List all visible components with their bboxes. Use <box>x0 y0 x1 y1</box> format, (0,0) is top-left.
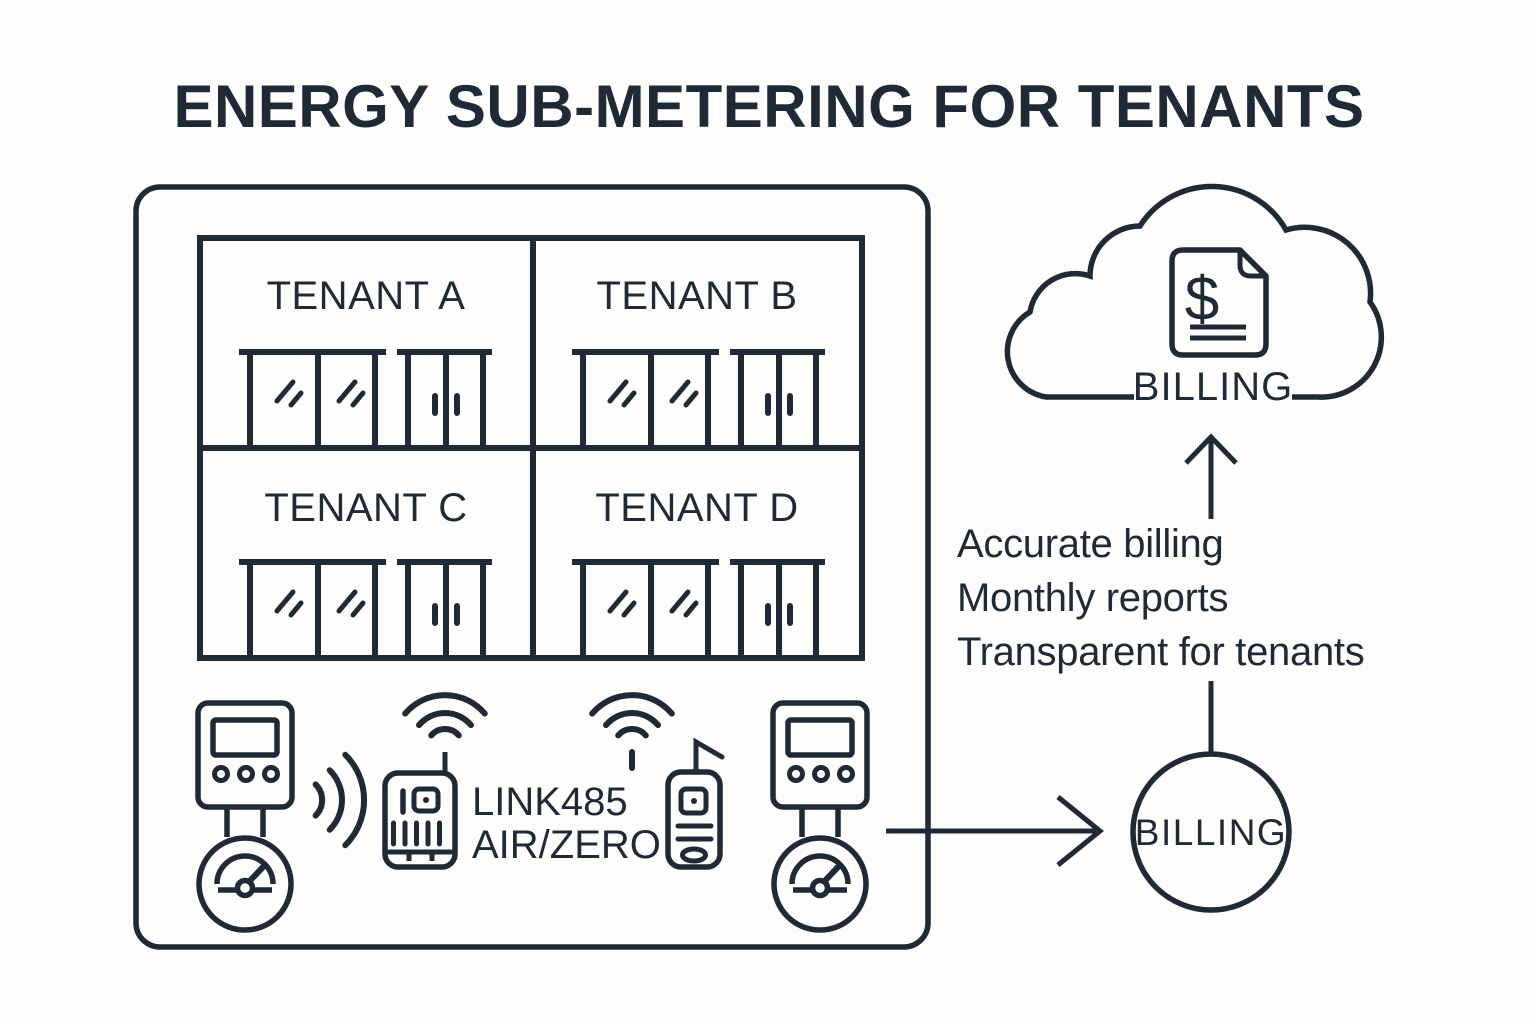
arrow-right-icon <box>886 795 1104 867</box>
gateway-device-icon <box>382 752 458 870</box>
tenant-grid: TENANT A TENANT B TENANT C TENANT D <box>197 235 865 661</box>
page-title: ENERGY SUB-METERING FOR TENANTS <box>173 73 1364 140</box>
billing-node: BILLING <box>1130 751 1292 913</box>
billing-node-label: BILLING <box>1135 812 1287 853</box>
remote-device-icon <box>665 737 725 870</box>
cloud-icon: $ BILLING <box>1004 183 1385 409</box>
tenant-b-unit: TENANT B <box>572 274 825 448</box>
arrow-up-icon <box>1184 433 1238 519</box>
benefit-item: Monthly reports <box>957 576 1228 620</box>
benefits-list: Accurate billing Monthly reports Transpa… <box>957 522 1365 674</box>
wifi-signal-right-icon <box>312 751 368 849</box>
tenant-a-unit: TENANT A <box>239 274 492 448</box>
gateway-name-line2: AIR/ZERO <box>472 823 661 867</box>
tenant-d-unit: TENANT D <box>572 486 825 658</box>
gateway-name-line1: LINK485 <box>472 780 628 824</box>
benefit-item: Transparent for tenants <box>957 630 1364 674</box>
tenant-c-unit: TENANT C <box>239 486 492 658</box>
cloud-billing-label: BILLING <box>1133 365 1293 409</box>
tenant-c-label: TENANT C <box>264 486 467 530</box>
invoice-lines <box>1190 324 1246 341</box>
tenant-a-label: TENANT A <box>267 274 466 318</box>
cloud-label-backplate <box>1134 374 1292 404</box>
tenant-d-label: TENANT D <box>595 486 798 530</box>
invoice-document-icon: $ <box>1169 247 1269 358</box>
tenant-b-label: TENANT B <box>596 274 797 318</box>
dollar-sign-icon: $ <box>1185 265 1219 334</box>
benefit-item: Accurate billing <box>957 522 1223 566</box>
